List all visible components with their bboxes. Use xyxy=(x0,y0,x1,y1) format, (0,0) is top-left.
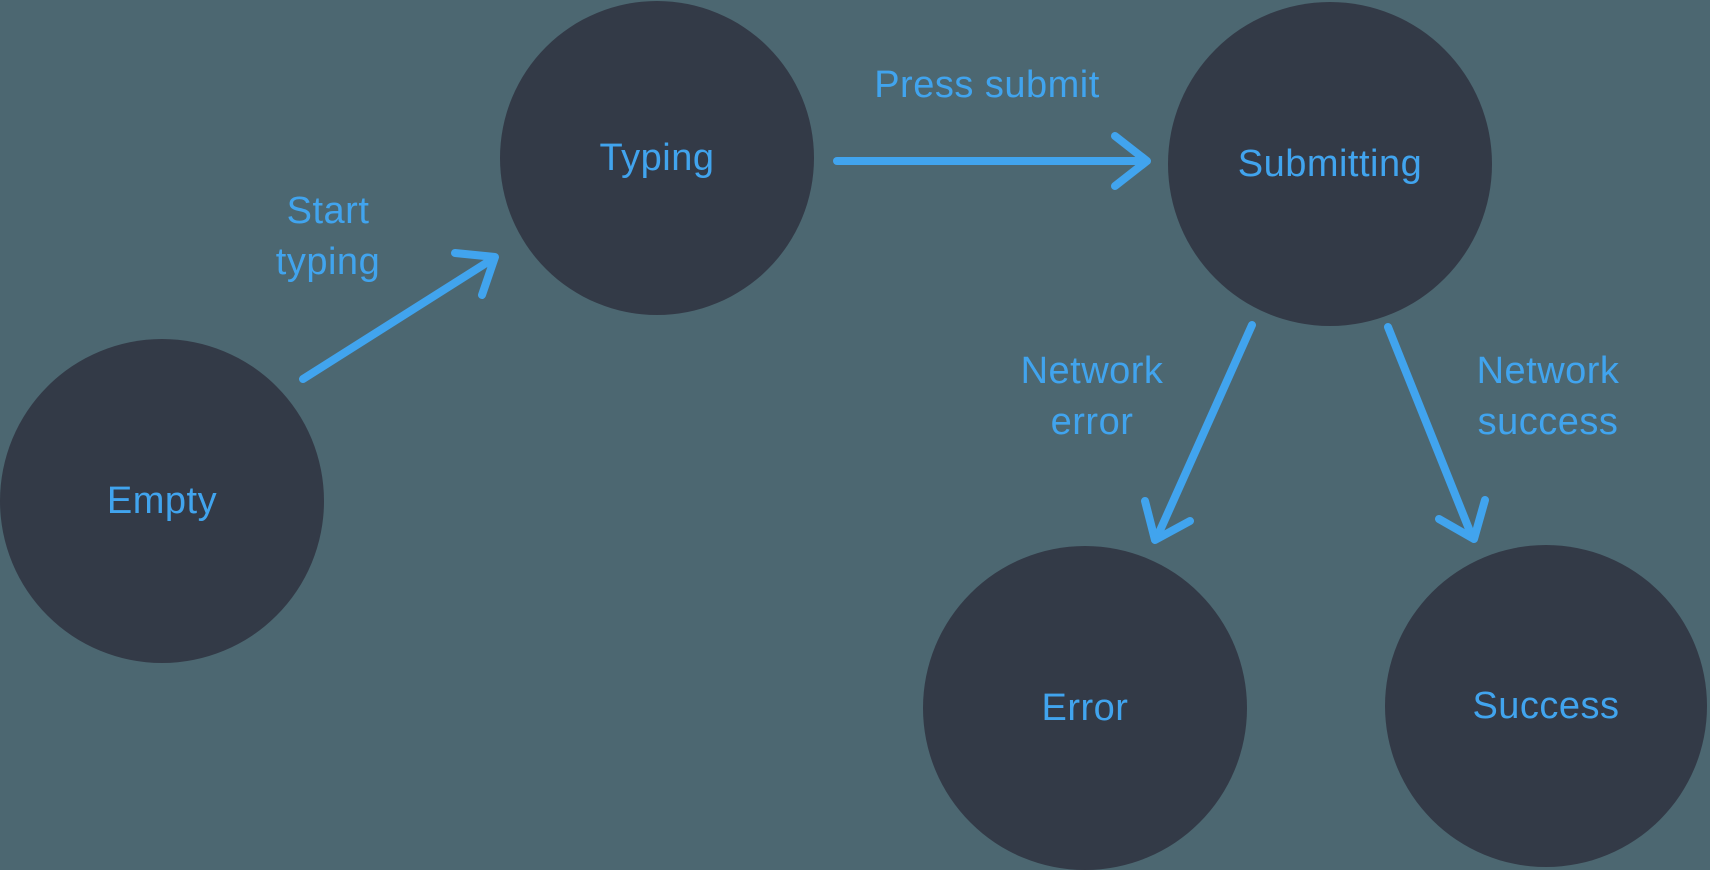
edge-label-start-typing: Start typing xyxy=(275,190,381,283)
state-node-empty: Empty xyxy=(0,339,324,663)
state-node-submitting: Submitting xyxy=(1168,2,1492,326)
edge-label-network-error: Network error xyxy=(1020,350,1164,443)
state-label-success: Success xyxy=(1472,684,1620,727)
state-node-error: Error xyxy=(923,546,1247,870)
state-label-error: Error xyxy=(1041,686,1129,729)
state-label-empty: Empty xyxy=(106,479,218,522)
state-node-success: Success xyxy=(1385,545,1707,867)
edge-label-network-success: Network success xyxy=(1476,350,1620,443)
edge-typing-to-submitting-arrow xyxy=(833,132,1151,190)
edge-label-press-submit: Press submit xyxy=(874,64,1100,106)
state-node-typing: Typing xyxy=(500,1,814,315)
state-label-submitting: Submitting xyxy=(1237,142,1423,185)
state-label-typing: Typing xyxy=(599,136,715,179)
